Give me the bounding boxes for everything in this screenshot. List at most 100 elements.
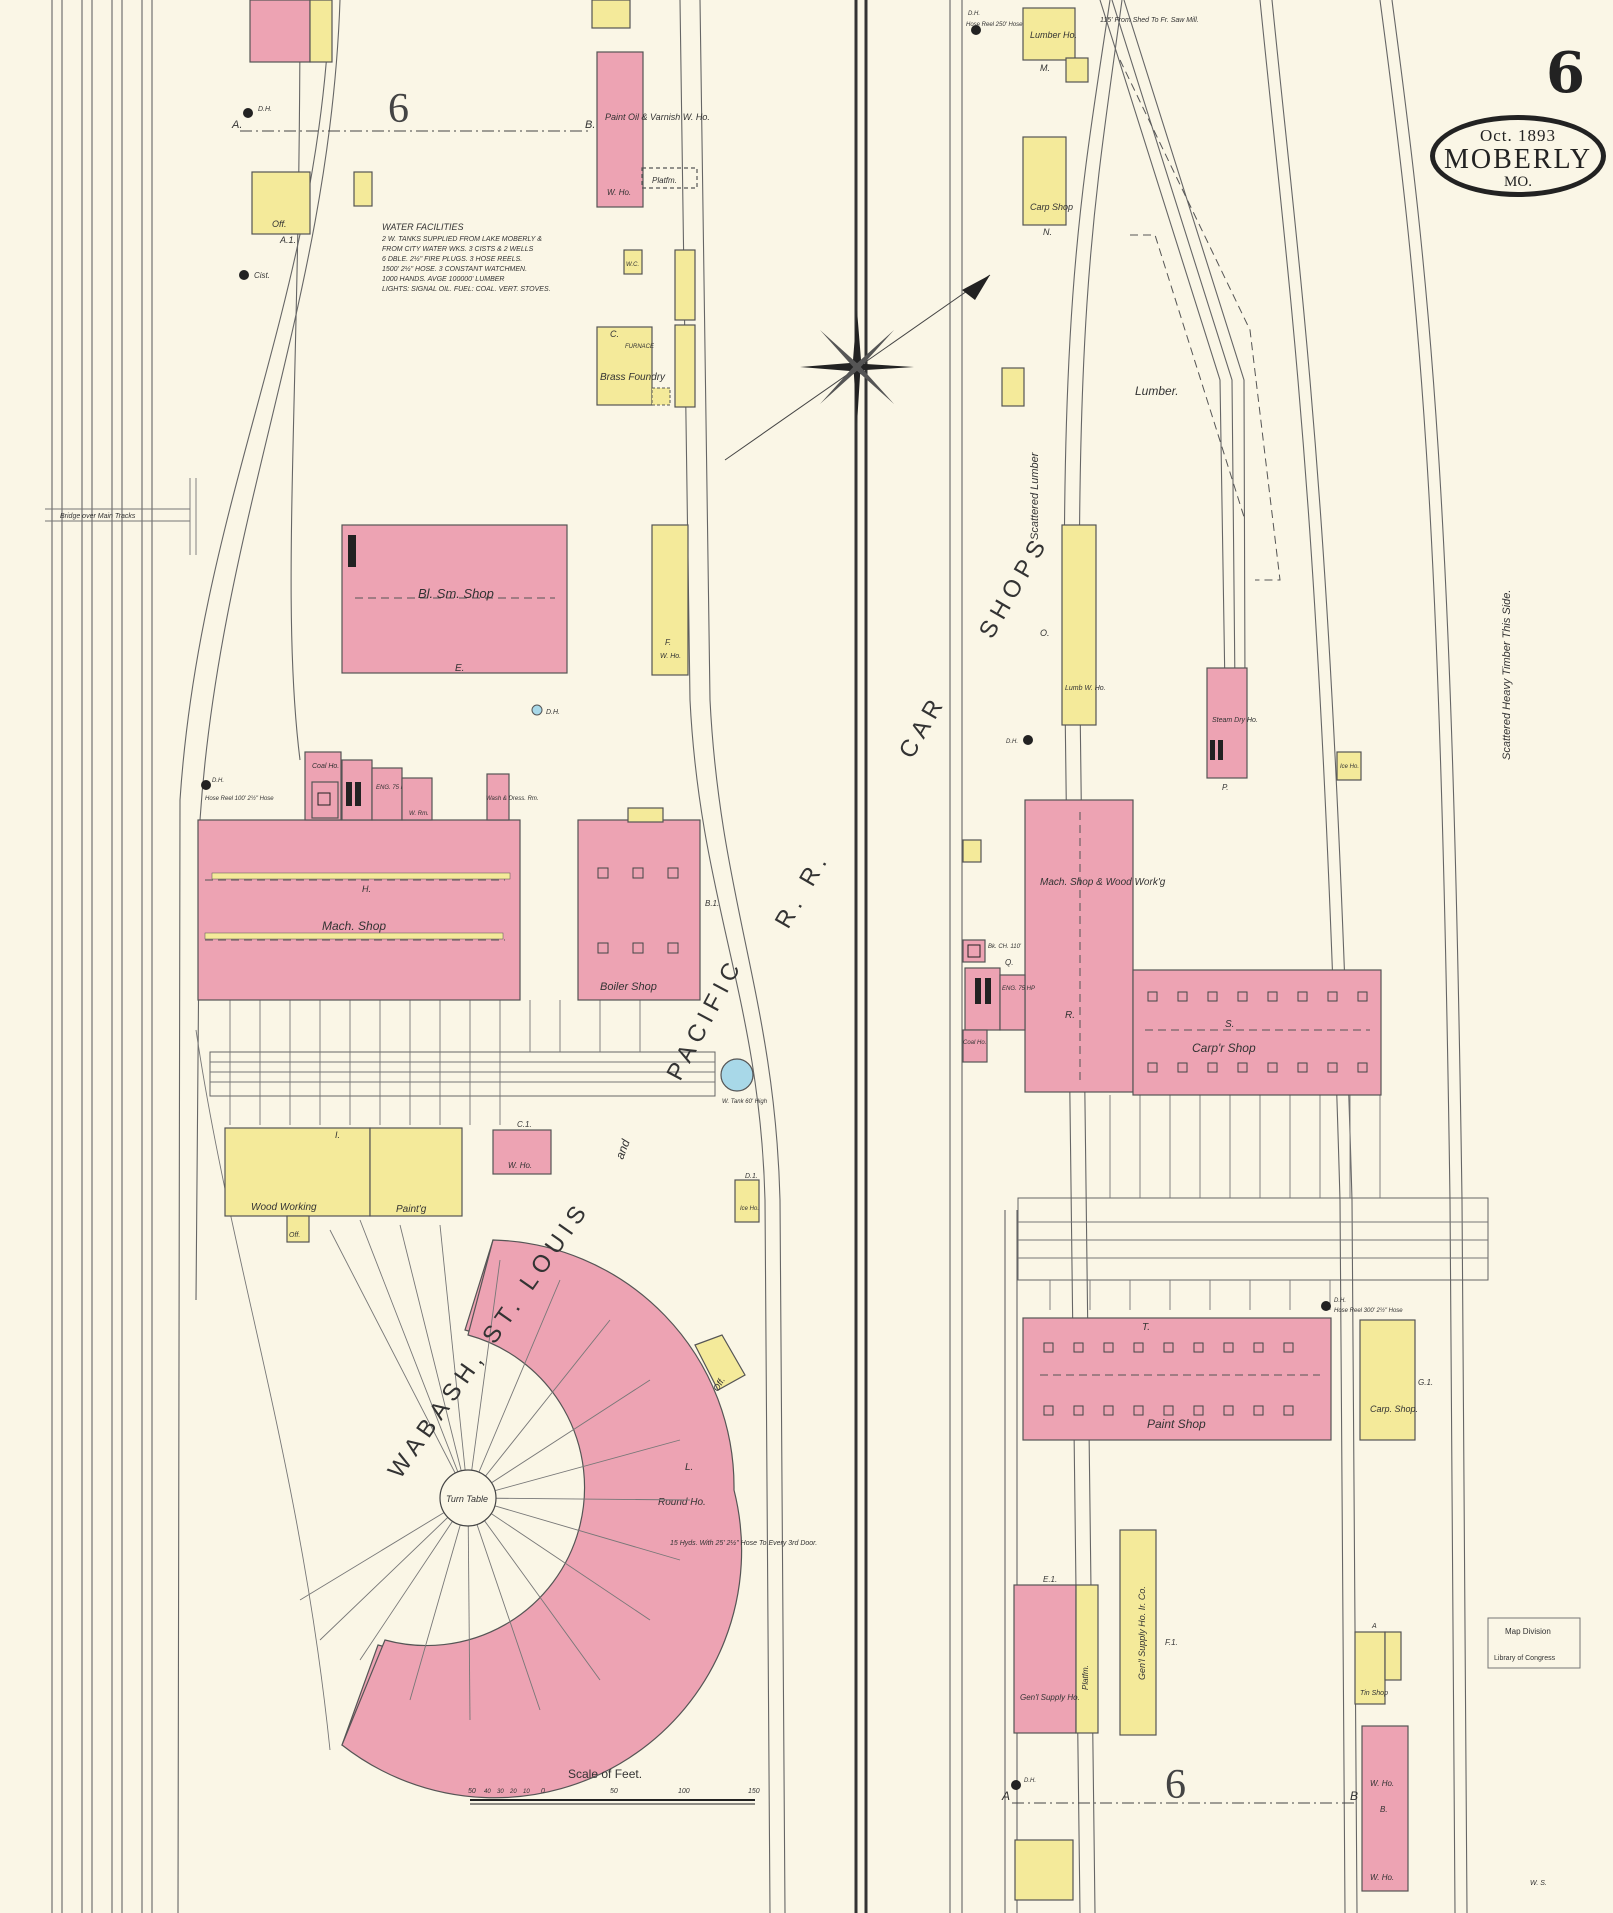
round-note-label: 15 Hyds. With 25' 2½" Hose To Every 3rd … bbox=[670, 1539, 817, 1547]
building-top-left bbox=[249, 0, 631, 63]
building-genl-supply: E.1. Gen'l Supply Ho. Platfm. bbox=[1013, 1575, 1099, 1734]
rr-car: CAR bbox=[894, 690, 952, 763]
tin-a-label: A bbox=[1371, 1623, 1377, 1630]
carp-shop2-label: Carp. Shop. bbox=[1370, 1404, 1418, 1414]
building-bottom-z bbox=[1014, 1839, 1074, 1901]
building-ice-ho-right: Ice Ho. bbox=[1336, 751, 1362, 781]
building-w-ho-bottom: W. Ho. B. W. Ho. bbox=[1361, 1725, 1409, 1892]
off-label: Off. bbox=[272, 219, 287, 229]
cist-marker bbox=[239, 270, 249, 280]
sheet-ref-bottom: 6 bbox=[1165, 1762, 1186, 1808]
steam-dry-label: Steam Dry Ho. bbox=[1212, 717, 1258, 724]
m-label: M. bbox=[1040, 63, 1050, 73]
f-label: F. bbox=[665, 638, 671, 647]
building-ice-ho-left: Ice Ho. D.1. bbox=[734, 1173, 760, 1223]
city-name: MOBERLY bbox=[1443, 144, 1593, 175]
brass-foundry-label: Brass Foundry bbox=[600, 372, 666, 383]
q-label: Q. bbox=[1005, 958, 1013, 967]
wf-line-6: LIGHTS: SIGNAL OIL. FUEL: COAL. VERT. ST… bbox=[382, 286, 551, 293]
building-bk-ch-coal: Bk. CH. 110' Q. ENG. 75 HP Coal Ho. bbox=[962, 939, 1035, 1063]
eng-label: ENG. 75 HP bbox=[376, 785, 409, 791]
f1-label: F.1. bbox=[1165, 1638, 1178, 1647]
wash-dress-label: Wash & Dress. Rm. bbox=[486, 796, 539, 802]
scale-tick-5: 0 bbox=[541, 1788, 545, 1795]
mach-wood-label: Mach. Shop & Wood Work'g bbox=[1040, 877, 1166, 888]
wf-line-5: 1000 HANDS. AVGE 100000' LUMBER bbox=[382, 276, 504, 283]
dh-marker-6 bbox=[1321, 1301, 1331, 1311]
building-tin-shop: Tin Shop A bbox=[1354, 1623, 1402, 1705]
scattered-timber-label: Scattered Heavy Timber This Side. bbox=[1501, 590, 1513, 760]
building-c1-w-ho: C.1. W. Ho. bbox=[492, 1120, 552, 1175]
eng2-label: ENG. 75 HP bbox=[1002, 986, 1035, 992]
building-office-a1: Off. A.1. bbox=[251, 171, 373, 245]
from-shed-label: 115' From Shed To Fr. Saw Mill. bbox=[1100, 17, 1199, 24]
off-label-2: Off. bbox=[289, 1232, 300, 1239]
stamp-line-1: Map Division bbox=[1505, 1627, 1551, 1636]
coal-ho-label: Coal Ho. bbox=[312, 763, 339, 770]
round-ho-label: Round Ho. bbox=[658, 1497, 706, 1508]
main-tracks-left bbox=[51, 0, 341, 1913]
c1-label: C.1. bbox=[517, 1120, 532, 1129]
mach-shop-annex: Coal Ho. ENG. 75 HP W. Rm. Wash & Dress.… bbox=[304, 751, 539, 821]
e-label: E. bbox=[455, 663, 464, 674]
genl-supply-label: Gen'l Supply Ho. bbox=[1020, 1693, 1080, 1702]
building-lumb-w-ho: Lumb W. Ho. O. bbox=[1040, 524, 1106, 726]
w-tank-label: W. Tank 60' High bbox=[722, 1099, 768, 1105]
water-facilities-note: WATER FACILITIES 2 W. TANKS SUPPLIED FRO… bbox=[381, 222, 551, 293]
scale-tick-3: 20 bbox=[509, 1789, 517, 1795]
platfm-label: Platfm. bbox=[652, 176, 677, 185]
rr-shops: SHOPS bbox=[974, 531, 1054, 643]
a1-label: A.1. bbox=[279, 235, 296, 245]
t-label: T. bbox=[1142, 1322, 1150, 1333]
tracks-right bbox=[1063, 0, 1468, 1913]
dh-marker-3 bbox=[201, 780, 211, 790]
building-lumber-ho: Lumber Ho. M. bbox=[1022, 7, 1089, 83]
genl-supply-co-label: Gen'l Supply Ho. Ir. Co. bbox=[1137, 1586, 1147, 1680]
paintg-label: Paint'g bbox=[396, 1204, 427, 1215]
building-carp-shop-right: Carp. Shop. G.1. bbox=[1359, 1319, 1433, 1441]
stamp-line-2: Library of Congress bbox=[1494, 1655, 1556, 1662]
wf-line-0: WATER FACILITIES bbox=[382, 222, 464, 232]
scale-tick-7: 100 bbox=[678, 1788, 690, 1795]
water-tank: W. Tank 60' High bbox=[720, 1058, 768, 1105]
scale-tick-8: 150 bbox=[748, 1788, 760, 1795]
map-date: Oct. 1893 bbox=[1479, 126, 1557, 145]
scale-label: Scale of Feet. bbox=[568, 1767, 642, 1781]
b1-label: B.1. bbox=[705, 899, 719, 908]
building-f-w-ho: F. W. Ho. bbox=[651, 524, 689, 676]
dh-marker-7 bbox=[1011, 1780, 1021, 1790]
b2-label: B. bbox=[1380, 1805, 1388, 1814]
s-label: S. bbox=[1225, 1019, 1234, 1030]
lumber-ho-label: Lumber Ho. bbox=[1030, 30, 1077, 40]
dh-label-2: D.H. bbox=[546, 709, 560, 716]
p-label: P. bbox=[1222, 783, 1229, 792]
dh-label-7: D.H. bbox=[1024, 1778, 1036, 1784]
building-paint-shop: Paint Shop T. bbox=[1022, 1317, 1332, 1441]
building-wc: W.C. bbox=[623, 249, 643, 275]
l-label: L. bbox=[685, 1462, 693, 1473]
state-name: MO. bbox=[1504, 174, 1532, 190]
north-arrow-compass bbox=[724, 274, 991, 461]
hose-reel-top-label: Hose Reel 250' Hose bbox=[966, 22, 1023, 28]
rr-and: and bbox=[613, 1137, 633, 1161]
dh-label-5: D.H. bbox=[1006, 739, 1018, 745]
sheet-number: 6 bbox=[1546, 40, 1585, 106]
platform-top bbox=[641, 167, 698, 189]
roundhouse-office bbox=[694, 1334, 746, 1391]
c1-w-ho-label: W. Ho. bbox=[508, 1161, 532, 1170]
shop-stub-tracks bbox=[229, 1000, 1381, 1310]
building-small-1 bbox=[1001, 367, 1025, 407]
center-tracks bbox=[679, 0, 1018, 1913]
wf-line-4: 1500' 2½" HOSE. 3 CONSTANT WATCHMEN. bbox=[382, 265, 527, 273]
g1-label: G.1. bbox=[1418, 1378, 1433, 1387]
transfer-table-left bbox=[209, 1051, 716, 1097]
lumber-label: Lumber. bbox=[1135, 384, 1179, 398]
scale-tick-6: 50 bbox=[610, 1788, 618, 1795]
dh-marker-1 bbox=[243, 108, 253, 118]
dh-label-3: D.H. bbox=[212, 778, 224, 784]
coal-ho2-label: Coal Ho. bbox=[963, 1040, 986, 1046]
wood-working-label: Wood Working bbox=[251, 1202, 317, 1213]
building-mach-shop: Mach. Shop H. bbox=[197, 819, 521, 1001]
boiler-shop-label: Boiler Shop bbox=[600, 981, 657, 993]
dh-label-6: D.H. bbox=[1334, 1298, 1346, 1304]
